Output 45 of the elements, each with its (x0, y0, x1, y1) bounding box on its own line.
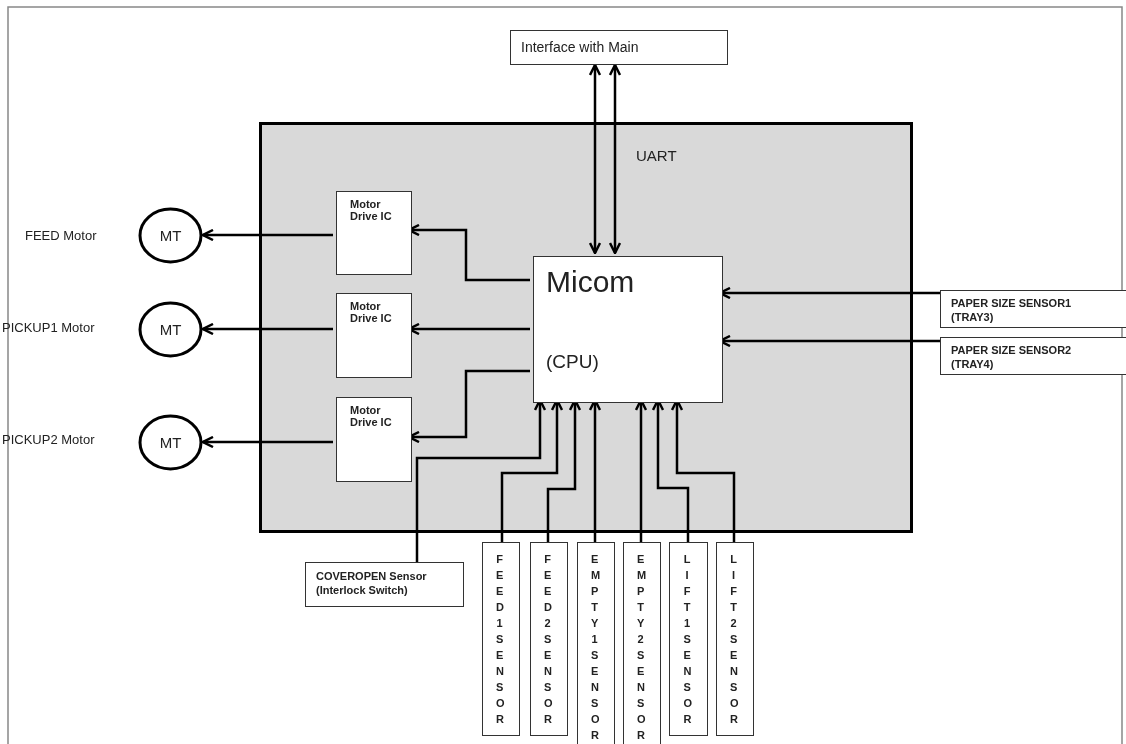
sensor-box (623, 542, 661, 744)
sensor-box (305, 562, 464, 607)
arrow (588, 63, 602, 255)
cpu-box (533, 256, 723, 403)
node-label: PAPER SIZE SENSOR2 (TRAY4) (951, 343, 1073, 372)
sensor-box (716, 542, 754, 736)
node-label: MT (159, 434, 182, 451)
board-panel (259, 122, 913, 533)
driver-ic-box (336, 293, 412, 378)
node-label: LIFT2SENSOR (730, 552, 737, 727)
sensor-box (669, 542, 708, 736)
node-label: Motor Drive IC (350, 404, 393, 428)
sensor-box (940, 290, 1126, 328)
arrow (201, 228, 333, 242)
node-label: COVEROPEN Sensor (Interlock Switch) (316, 569, 428, 598)
node-label: PAPER SIZE SENSOR1 (TRAY3) (951, 296, 1073, 325)
node-label: Motor Drive IC (350, 198, 393, 222)
sensor-box (482, 542, 520, 736)
arrow (608, 63, 622, 255)
driver-ic-box (336, 191, 412, 275)
node-label: LIFT1SENSOR (683, 552, 691, 727)
node-label: MT (159, 227, 182, 244)
node-label: (CPU) (546, 351, 600, 373)
node-label: UART (636, 147, 677, 164)
motor-label: PICKUP1 Motor (2, 320, 95, 335)
motor-circle (138, 414, 203, 471)
arrow (201, 435, 333, 449)
node-label: Micom (546, 265, 636, 299)
node-label: EMPTY2SENSOR (637, 552, 644, 737)
sensor-box (577, 542, 615, 744)
node-label: FEED1SENSOR (496, 552, 503, 727)
node-label: Interface with Main (521, 39, 640, 55)
motor-circle (138, 301, 203, 358)
driver-ic-box (336, 397, 412, 482)
interface-box (510, 30, 728, 65)
sensor-box (530, 542, 568, 736)
node-label: MT (159, 321, 182, 338)
node-label: EMPTY1SENSOR (591, 552, 598, 737)
motor-circle (138, 207, 203, 264)
motor-label: PICKUP2 Motor (2, 432, 95, 447)
node-label: Motor Drive IC (350, 300, 393, 324)
sensor-box (940, 337, 1126, 375)
node-label: FEED2SENSOR (544, 552, 551, 727)
motor-label: FEED Motor (25, 228, 97, 243)
arrow (201, 322, 333, 336)
